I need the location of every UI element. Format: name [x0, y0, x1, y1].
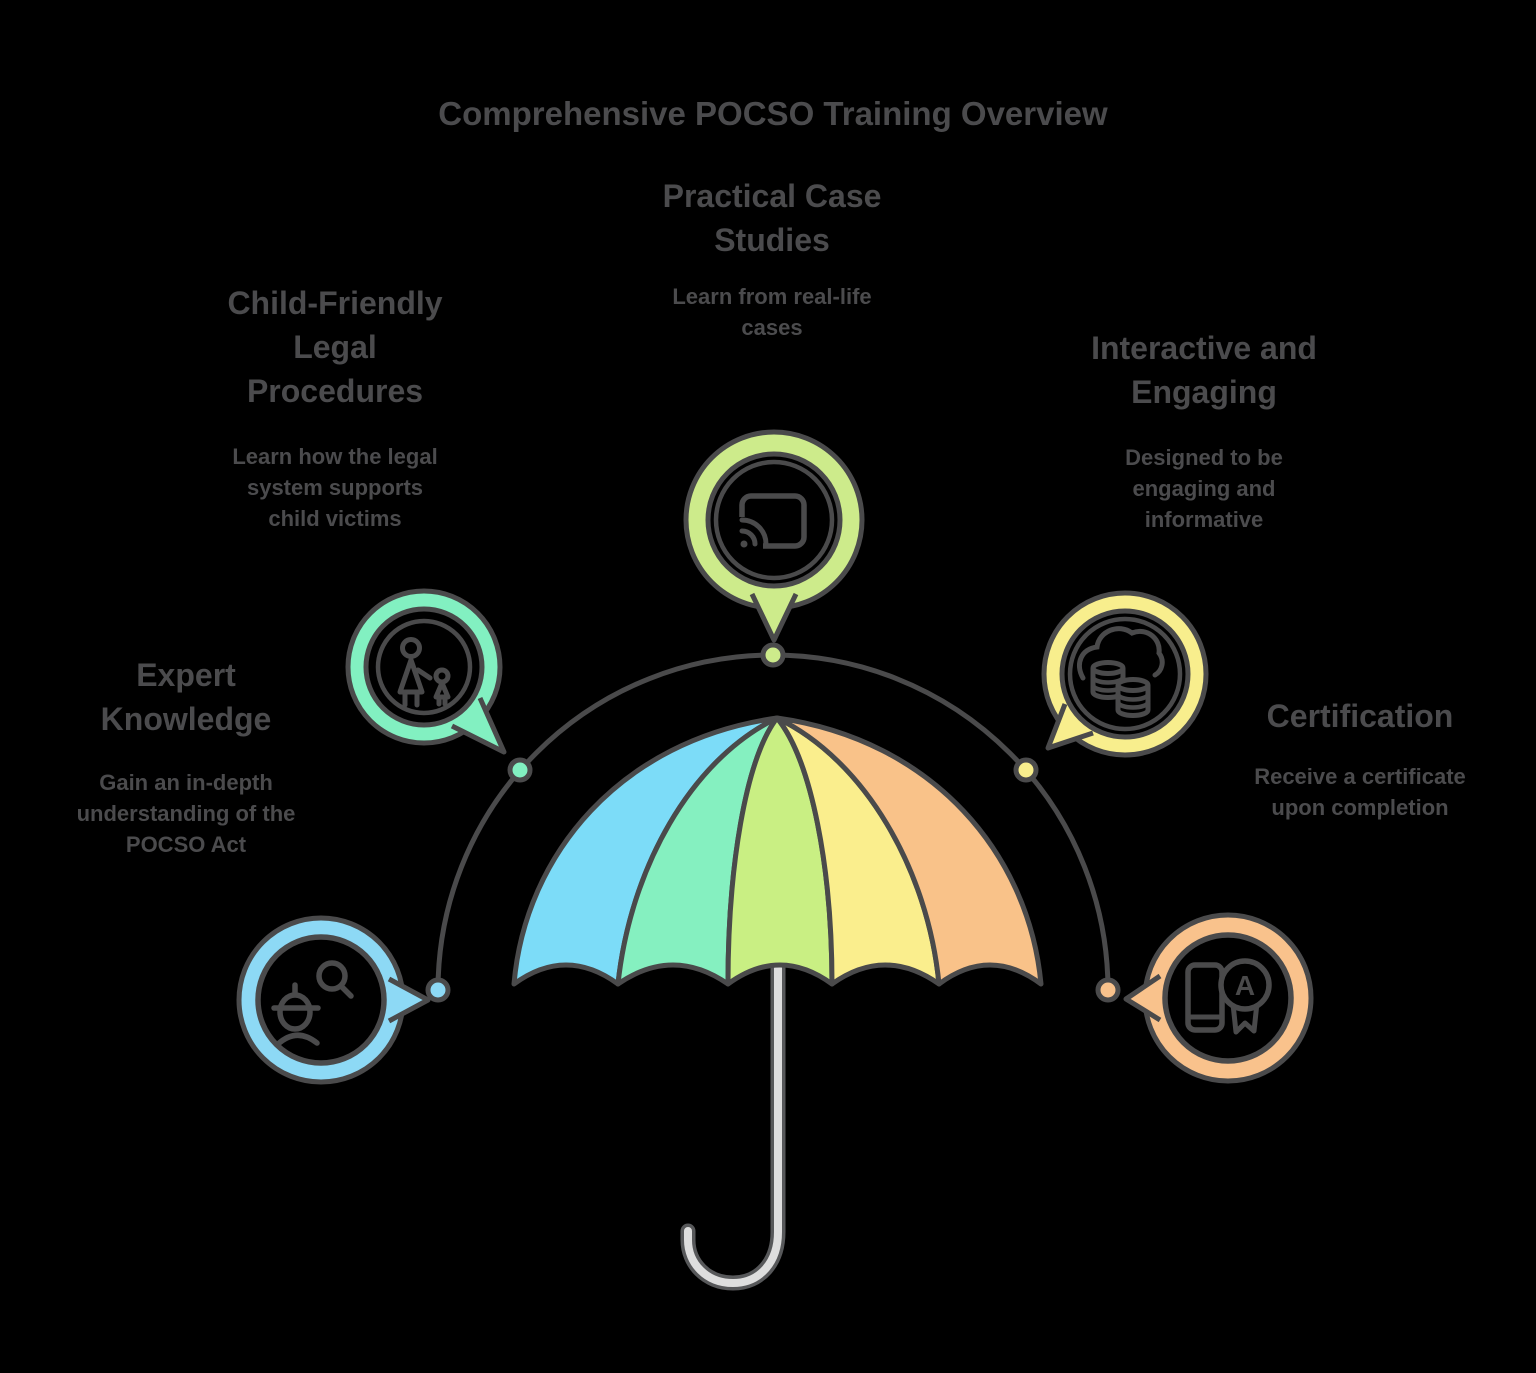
badge-inner-ring [1067, 616, 1183, 732]
page-title: Comprehensive POCSO Training Overview [438, 95, 1108, 132]
cast-dot [740, 540, 748, 548]
badge-tail [1045, 703, 1094, 751]
section-body-interactive: Designed to be engaging and informative [1125, 445, 1283, 532]
badge-inner-ring [375, 618, 473, 716]
section-body-practical-case-studies: Learn from real-life cases [672, 284, 872, 340]
badge-hole [705, 451, 843, 589]
cloud-outline [1077, 626, 1165, 681]
arc-dot-teal [507, 757, 533, 783]
award-letter: A [1235, 970, 1255, 1001]
umbrella [511, 715, 1044, 1291]
cloud-database-icon [1077, 626, 1165, 718]
badge-expert-knowledge [236, 915, 431, 1085]
magnifier-lens [316, 960, 348, 992]
cast-wave-small [739, 528, 758, 547]
umbrella-canopy [511, 715, 1044, 987]
arc-dot-orange [1095, 977, 1121, 1003]
section-heading-practical-case-studies: Practical Case Studies [662, 178, 882, 258]
badge-inner-ring [713, 459, 835, 581]
cast-screen-icon [736, 493, 807, 551]
db-right-ridges [1115, 693, 1151, 710]
section-heading-expert-knowledge: Expert Knowledge [100, 657, 272, 737]
parent-and-child-icon [397, 637, 451, 708]
award-circle [1218, 958, 1272, 1012]
badge-hole [363, 606, 485, 728]
badge-interactive [1041, 590, 1209, 758]
connector-arc [425, 642, 1121, 1003]
badge-tail [749, 592, 799, 643]
child-legs [436, 695, 448, 707]
adult-legs [402, 690, 420, 708]
arc-dot-blue [425, 977, 451, 1003]
section-heading-child-friendly: Child-Friendly Legal Procedures [227, 285, 443, 409]
badge-tail [387, 976, 431, 1024]
book [1185, 962, 1225, 1033]
pole-fill [684, 896, 782, 1288]
adult-head [400, 637, 422, 659]
db-right-top [1115, 677, 1151, 693]
badge-tail [450, 696, 507, 755]
magnifier-handle [338, 983, 354, 999]
section-body-child-friendly: Learn how the legal system supports chil… [232, 444, 438, 531]
child-body [433, 680, 451, 700]
badge-tail [1123, 973, 1162, 1023]
section-heading-interactive: Interactive and Engaging [1091, 330, 1317, 410]
adult-arm [415, 667, 433, 681]
umbrella-pole [680, 892, 786, 1291]
badge-child-friendly [345, 588, 507, 755]
canopy-panel-orange [774, 715, 1044, 987]
badge-hole [255, 934, 387, 1066]
section-heading-certification: Certification [1266, 698, 1454, 734]
arc-dot-yellow [1013, 757, 1039, 783]
adult-body [397, 657, 425, 695]
section-body-certification: Receive a certificate upon completion [1254, 764, 1466, 820]
db-left-top [1090, 660, 1126, 676]
badge-certification: A [1123, 912, 1314, 1084]
book-certificate-icon: A [1185, 958, 1272, 1035]
badge-practical-case-studies [683, 429, 865, 643]
cast-wave-large [739, 517, 769, 547]
arc-dot-lime [760, 642, 786, 668]
child-search-icon [271, 960, 354, 1047]
section-body-expert-knowledge: Gain an in-depth understanding of the PO… [76, 770, 296, 857]
shoulders [275, 1032, 320, 1047]
